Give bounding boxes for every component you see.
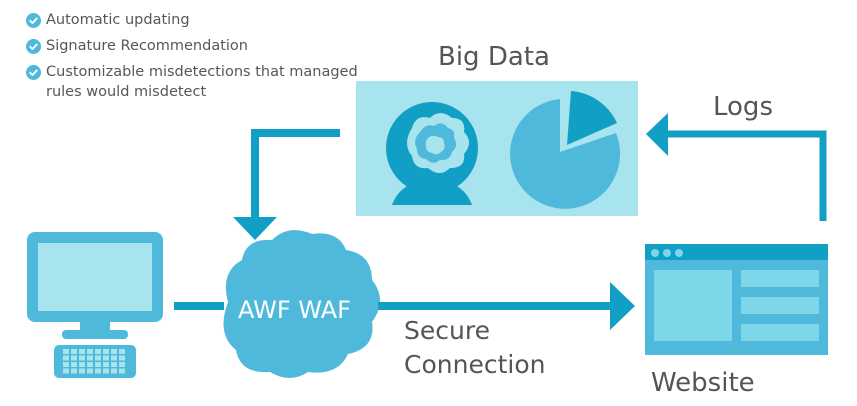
keyboard-key: [111, 368, 117, 374]
window-dot: [651, 249, 659, 257]
keyboard-key: [103, 355, 109, 361]
keyboard-key: [87, 368, 93, 374]
feature-label: Signature Recommendation: [46, 38, 248, 54]
cloud-icon: [223, 230, 380, 378]
keyboard-key: [63, 368, 69, 374]
pie-chart-icon: [510, 91, 621, 209]
keyboard-key: [111, 355, 117, 361]
window-dot: [663, 249, 671, 257]
keyboard-key: [63, 355, 69, 361]
arrow-logs: [646, 113, 827, 221]
keyboard-key: [95, 349, 101, 354]
big-data-label: Big Data: [438, 42, 550, 72]
arrow-bigdata-to-waf: [233, 129, 340, 240]
keyboard-key: [79, 368, 85, 374]
waf-label: AWF WAF: [238, 296, 351, 324]
feature-item: Automatic updating: [26, 10, 366, 30]
keyboard-key: [119, 349, 125, 354]
keyboard-key: [87, 362, 93, 367]
keyboard-key: [111, 362, 117, 367]
computer-icon: [27, 232, 163, 378]
webcam-icon: [386, 102, 478, 205]
keyboard-key: [95, 368, 101, 374]
secure-connection-label: Secure Connection: [404, 316, 546, 379]
check-circle-icon: [26, 13, 41, 28]
keyboard-key: [103, 349, 109, 354]
keyboard-keys: [63, 349, 125, 374]
keyboard-key: [63, 362, 69, 367]
keyboard-key: [63, 349, 69, 354]
check-circle-icon: [26, 39, 41, 54]
check-circle-icon: [26, 65, 41, 80]
keyboard-key: [79, 355, 85, 361]
website-icon: [645, 244, 828, 355]
keyboard-key: [119, 368, 125, 374]
feature-list: Automatic updating Signature Recommendat…: [26, 10, 366, 108]
logs-label: Logs: [713, 92, 773, 122]
feature-label: Automatic updating: [46, 12, 190, 28]
feature-label: Customizable misdetections that managed …: [46, 64, 358, 100]
keyboard-key: [95, 355, 101, 361]
keyboard-key: [119, 362, 125, 367]
keyboard-key: [79, 362, 85, 367]
arrow-secure-connection: [378, 282, 635, 330]
keyboard-key: [103, 362, 109, 367]
keyboard-key: [71, 355, 77, 361]
keyboard-key: [119, 355, 125, 361]
keyboard-key: [111, 349, 117, 354]
keyboard-key: [71, 362, 77, 367]
keyboard-key: [95, 362, 101, 367]
keyboard-key: [87, 355, 93, 361]
feature-item: Customizable misdetections that managed …: [26, 62, 366, 102]
keyboard-key: [79, 349, 85, 354]
feature-item: Signature Recommendation: [26, 36, 366, 56]
keyboard-key: [103, 368, 109, 374]
keyboard-key: [71, 368, 77, 374]
big-data-node: [356, 81, 638, 216]
window-dot: [675, 249, 683, 257]
website-label: Website: [651, 368, 755, 398]
keyboard-key: [71, 349, 77, 354]
keyboard-key: [87, 349, 93, 354]
